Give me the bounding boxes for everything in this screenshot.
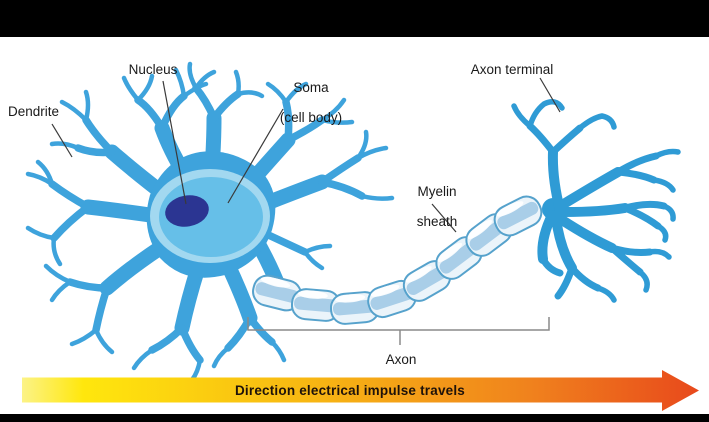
dendrites	[25, 61, 395, 383]
leader-myelin	[431, 203, 457, 233]
leader-dendrite	[51, 123, 73, 158]
leader-nucleus	[162, 80, 187, 205]
myelin-sheath	[249, 190, 548, 327]
letterbox-top	[0, 0, 709, 37]
nucleus-shape	[165, 195, 209, 227]
leader-soma	[227, 108, 284, 204]
leader-lines	[51, 77, 561, 233]
label-axon-terminal: Axon terminal	[470, 62, 554, 77]
label-myelin-line1: Myelin	[417, 184, 457, 200]
direction-arrow-label: Direction electrical impulse travels	[234, 383, 466, 398]
label-nucleus: Nucleus	[128, 62, 178, 77]
label-myelin-line2: sheath	[416, 214, 458, 230]
label-myelin-sheath: Myelin sheath	[402, 169, 472, 229]
axon-bracket	[247, 317, 550, 345]
leader-axon-terminal	[539, 77, 561, 113]
direction-arrow-shape	[22, 370, 699, 411]
axon-terminal-branches	[511, 99, 681, 303]
label-axon: Axon	[385, 352, 417, 367]
label-soma: Soma (cell body)	[271, 65, 351, 125]
label-dendrite: Dendrite	[8, 104, 60, 119]
label-soma-line1: Soma	[293, 80, 329, 96]
label-soma-line2: (cell body)	[279, 110, 343, 126]
letterbox-bottom	[0, 414, 709, 422]
